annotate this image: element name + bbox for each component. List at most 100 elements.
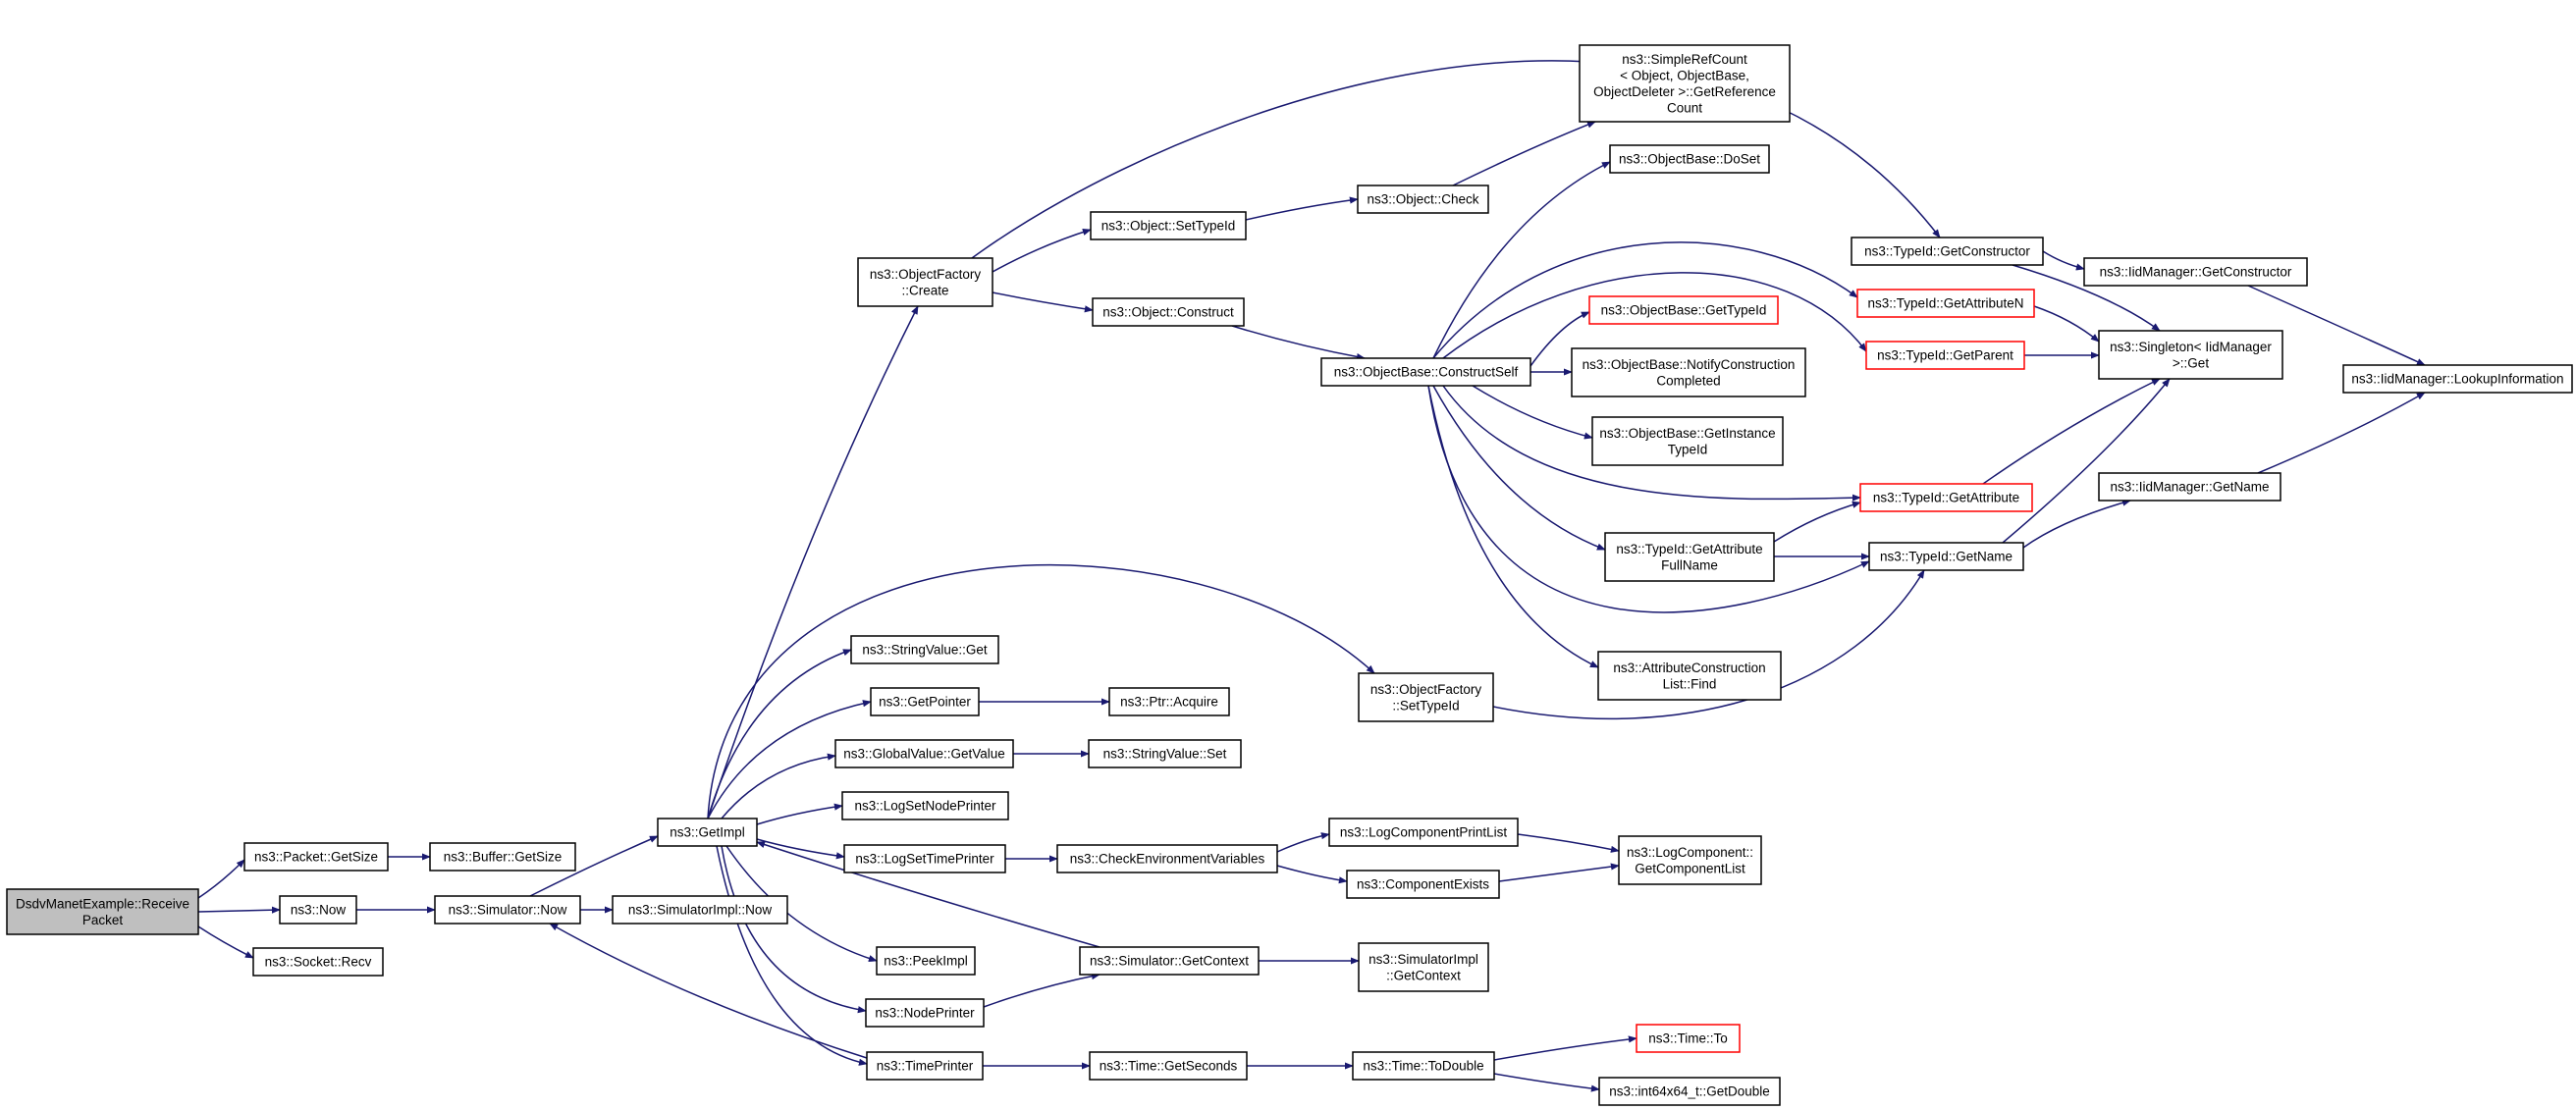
node-time-getseconds[interactable]: ns3::Time::GetSeconds [1089,1051,1248,1081]
node-now[interactable]: ns3::Now [279,895,357,925]
node-typeid-getattributen[interactable]: ns3::TypeId::GetAttributeN [1856,289,2035,318]
node-box [429,842,576,872]
node-label-line: ns3::Ptr::Acquire [1120,695,1218,710]
node-logsettimeprinter[interactable]: ns3::LogSetTimePrinter [843,844,1006,873]
node-label-line: >::Get [2173,355,2209,370]
node-logcomponent-getlist[interactable]: ns3::LogComponent::GetComponentList [1618,835,1762,885]
node-label-line: ::SetTypeId [1392,698,1459,713]
node-box [1352,1051,1495,1081]
node-socket-recv[interactable]: ns3::Socket::Recv [252,947,384,977]
node-label-line: ns3::IidManager::GetName [2110,480,2269,495]
node-box [243,842,389,872]
node-buffer-getsize[interactable]: ns3::Buffer::GetSize [429,842,576,872]
edge-checkenvvars-to-componentexists [1276,865,1348,884]
node-label-line: ns3::SimulatorImpl [1368,952,1478,967]
node-timeprinter[interactable]: ns3::TimePrinter [866,1051,984,1081]
node-objectfactory-create[interactable]: ns3::ObjectFactory::Create [857,257,993,307]
node-logsetnodeprinter[interactable]: ns3::LogSetNodePrinter [841,791,1009,820]
node-label-line: ObjectDeleter >::GetReference [1593,84,1776,99]
node-checkenvvars[interactable]: ns3::CheckEnvironmentVariables [1056,844,1278,873]
edge-object_construct-to-objectbase_constructself [1231,325,1366,361]
node-box [1859,483,2033,512]
edge-checkenvvars-to-logcomponentprintlist [1276,832,1330,853]
node-int64x64-getdouble[interactable]: ns3::int64x64_t::GetDouble [1598,1077,1781,1106]
node-iidmanager-lookup[interactable]: ns3::IidManager::LookupInformation [2342,364,2573,394]
node-ptr-acquire[interactable]: ns3::Ptr::Acquire [1108,687,1230,716]
node-packet-getsize[interactable]: ns3::Packet::GetSize [243,842,389,872]
edge-time_todouble-to-int64x64_getdouble [1493,1073,1600,1092]
node-logcomponentprintlist[interactable]: ns3::LogComponentPrintList [1328,818,1519,847]
node-label-line: ns3::Object::SetTypeId [1101,219,1236,234]
node-simulatorimpl-now[interactable]: ns3::SimulatorImpl::Now [612,895,788,925]
node-box [1609,144,1770,174]
edge-objectbase_constructself-to-objectbase_doset [1432,161,1611,359]
node-box [1320,357,1531,387]
node-singleton-get[interactable]: ns3::Singleton< IidManager>::Get [2098,330,2283,380]
node-time-to[interactable]: ns3::Time::To [1636,1024,1741,1053]
node-label-line: Count [1667,100,1702,115]
node-object-check[interactable]: ns3::Object::Check [1357,185,1489,214]
edge-root-to-socket_recv [197,925,254,959]
node-typeid-getconstructor[interactable]: ns3::TypeId::GetConstructor [1851,237,2044,266]
node-label-line: ns3::Socket::Recv [265,955,372,970]
node-box [252,947,384,977]
node-label-line: ns3::NodePrinter [875,1006,975,1021]
node-box [1598,1077,1781,1106]
node-typeid-getname[interactable]: ns3::TypeId::GetName [1868,542,2024,571]
node-objectfactory-settypeid[interactable]: ns3::ObjectFactory::SetTypeId [1358,672,1494,722]
edge-typeid_getattributen-to-singleton_get [2033,305,2100,343]
node-label-line: ns3::ObjectBase::GetTypeId [1601,303,1767,318]
node-simplerefcount[interactable]: ns3::SimpleRefCount< Object, ObjectBase,… [1579,44,1791,123]
node-time-todouble[interactable]: ns3::Time::ToDouble [1352,1051,1495,1081]
node-simulator-now[interactable]: ns3::Simulator::Now [434,895,581,925]
edge-objectbase_constructself-to-typeid_getattributen [1432,241,1858,359]
node-componentexists[interactable]: ns3::ComponentExists [1346,870,1500,899]
node-objectbase-doset[interactable]: ns3::ObjectBase::DoSet [1609,144,1770,174]
node-typeid-getparent[interactable]: ns3::TypeId::GetParent [1865,341,2025,370]
node-peekimpl[interactable]: ns3::PeekImpl [876,946,976,976]
node-label-line: ns3::Packet::GetSize [254,850,378,865]
edge-typeid_getattributefullname-to-typeid_getattribute [1773,501,1861,543]
node-objectbase-constructself[interactable]: ns3::ObjectBase::ConstructSelf [1320,357,1531,387]
node-label-line: ns3::TypeId::GetAttribute [1616,542,1762,556]
node-box [834,739,1014,768]
node-stringvalue-set[interactable]: ns3::StringValue::Set [1088,739,1242,768]
node-label-line: ns3::LogSetNodePrinter [854,799,996,814]
edge-objectbase_constructself-to-attributeconstructionlist_find [1427,385,1599,668]
node-object-settypeid[interactable]: ns3::Object::SetTypeId [1090,211,1247,240]
node-label-line: ns3::ObjectBase::ConstructSelf [1334,365,1519,380]
node-nodeprinter[interactable]: ns3::NodePrinter [865,998,985,1028]
node-label-line: ns3::Buffer::GetSize [444,850,563,865]
node-box [1604,532,1775,582]
node-box [279,895,357,925]
node-iidmanager-getconstructor[interactable]: ns3::IidManager::GetConstructor [2083,257,2308,287]
edge-objectfactory_create-to-typeid_getconstructor [971,60,1941,259]
edge-root-to-now [197,906,281,914]
node-label-line: GetComponentList [1635,861,1745,875]
node-objectbase-notify[interactable]: ns3::ObjectBase::NotifyConstructionCompl… [1571,347,1806,397]
node-stringvalue-get[interactable]: ns3::StringValue::Get [850,635,999,664]
edge-timeprinter-to-simulator_now [549,923,868,1059]
node-object-construct[interactable]: ns3::Object::Construct [1092,297,1245,327]
node-label-line: List::Find [1663,676,1717,691]
node-label-line: ns3::int64x64_t::GetDouble [1609,1084,1770,1099]
node-label-line: ns3::TypeId::GetConstructor [1864,244,2030,259]
node-label-line: ns3::IidManager::LookupInformation [2351,372,2563,387]
node-globalvalue-getvalue[interactable]: ns3::GlobalValue::GetValue [834,739,1014,768]
edge-root-to-packet_getsize [197,859,245,899]
node-objectbase-gettypeid[interactable]: ns3::ObjectBase::GetTypeId [1588,295,1779,325]
node-getimpl[interactable]: ns3::GetImpl [657,818,758,847]
node-iidmanager-getname[interactable]: ns3::IidManager::GetName [2098,472,2281,502]
node-getpointer[interactable]: ns3::GetPointer [870,687,980,716]
node-label-line: ns3::SimulatorImpl::Now [628,903,773,918]
node-simulatorimpl-getcontext[interactable]: ns3::SimulatorImpl::GetContext [1358,942,1489,992]
node-simulator-getcontext[interactable]: ns3::Simulator::GetContext [1079,946,1260,976]
edge-objectbase_constructself-to-typeid_getattributefullname [1432,385,1606,551]
node-typeid-getattribute[interactable]: ns3::TypeId::GetAttribute [1859,483,2033,512]
node-label-line: ns3::TypeId::GetParent [1877,348,2013,363]
node-box [1851,237,2044,266]
edge-typeid_getattribute-to-singleton_get [1982,378,2161,485]
